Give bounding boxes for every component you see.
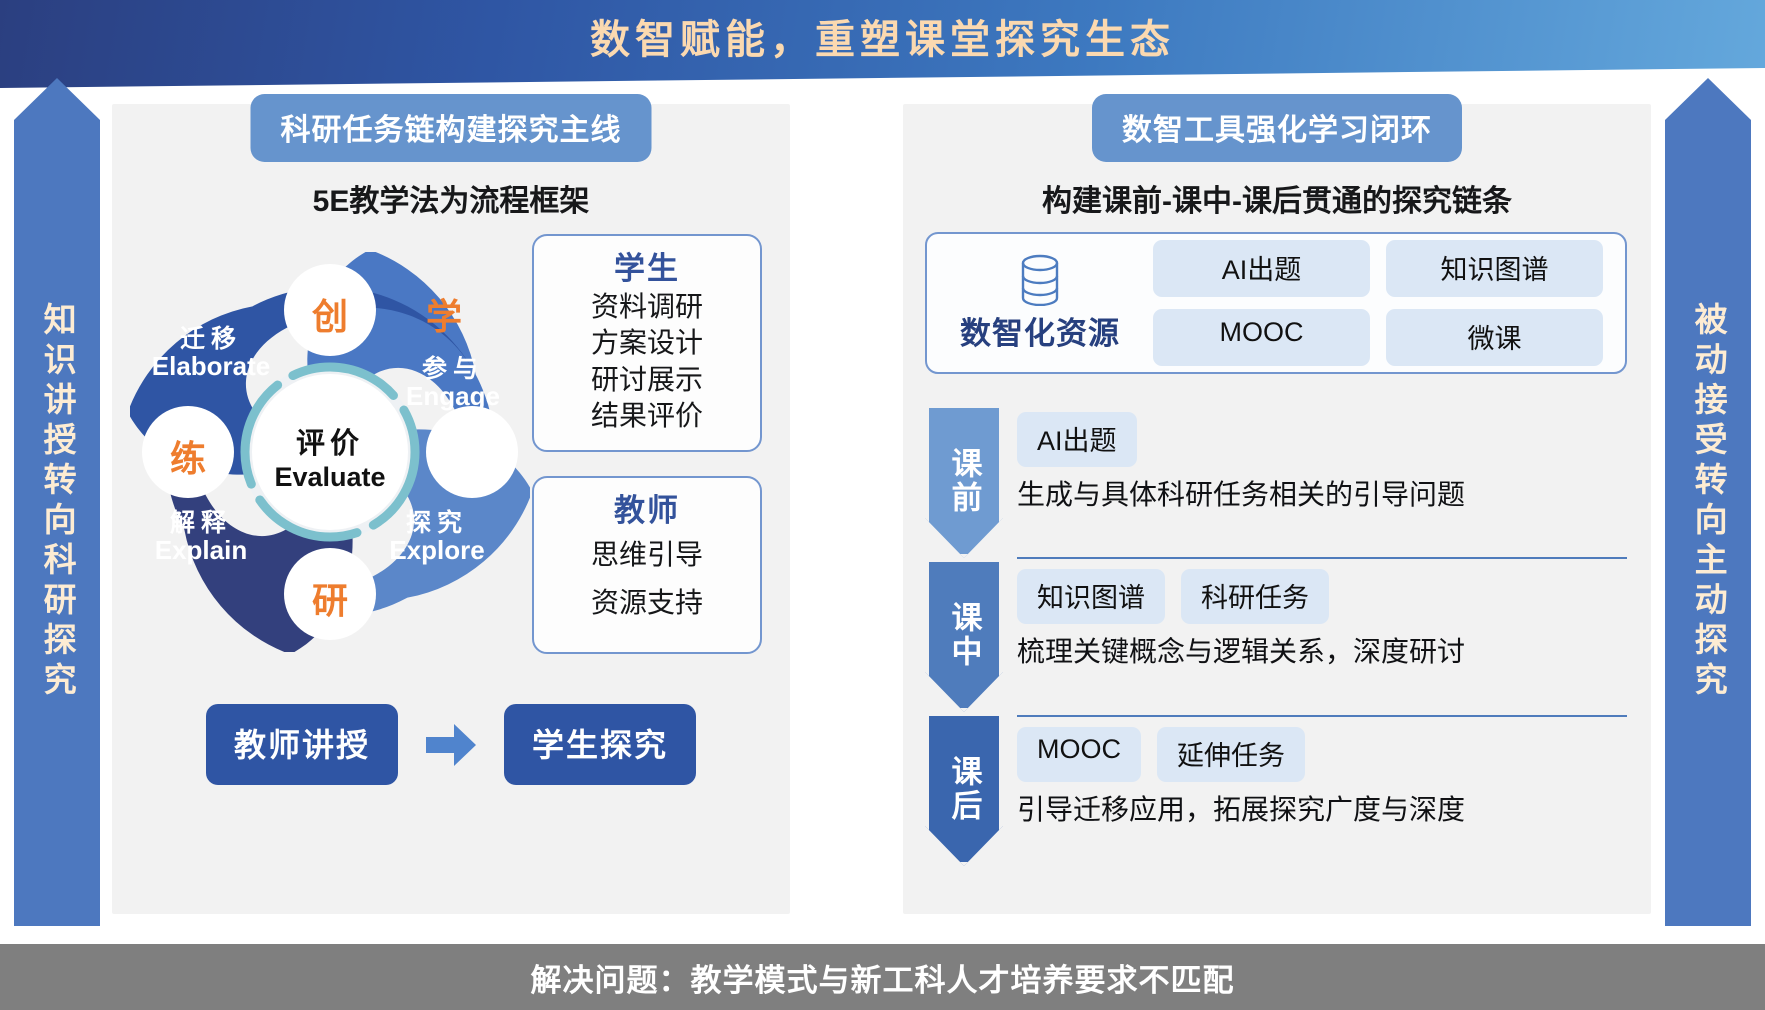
student-card-line: 资料调研: [590, 291, 703, 322]
left-arrow-label: 知识讲授转向科研探究: [39, 302, 77, 702]
student-role-card: 学生 资料调研 方案设计 研讨展示 结果评价: [532, 234, 762, 452]
wheel-center-evaluate: 评价 Evaluate: [274, 428, 386, 492]
stage-row: MOOC 延伸任务 引导迁移应用，拓展探究广度与深度: [1017, 714, 1627, 872]
stage-tag[interactable]: 延伸任务: [1157, 726, 1305, 782]
student-card-line: 结果评价: [590, 400, 703, 432]
right-panel: 数智工具强化学习闭环 构建课前-课中-课后贯通的探究链条 数智化资源 AI出题 …: [903, 94, 1651, 914]
database-icon: [1021, 254, 1059, 306]
stage-description: 引导迁移应用，拓展探究广度与深度: [1017, 793, 1466, 825]
student-card-line: 方案设计: [590, 327, 703, 359]
resource-tag[interactable]: 微课: [1386, 309, 1603, 366]
left-panel-subtitle: 5E教学法为流程框架: [312, 185, 590, 218]
stage-tag[interactable]: AI出题: [1017, 412, 1137, 467]
stage-tag-group: AI出题: [1017, 412, 1627, 467]
stage-chevron-before-class: 课前: [925, 404, 1003, 558]
teacher-card-line: 思维引导: [590, 539, 703, 570]
teacher-card-title: 教师: [614, 493, 680, 528]
stage-description: 生成与具体科研任务相关的引导问题: [1017, 479, 1466, 510]
resource-label-group: 数智化资源: [927, 254, 1153, 353]
digital-resource-box: 数智化资源 AI出题 知识图谱 MOOC 微课: [925, 232, 1627, 374]
five-e-wheel-diagram: 参与 Engage 探究 Explore 解释 Explain 迁移 Elabo…: [130, 252, 530, 652]
stage-tag-group: 知识图谱 科研任务: [1017, 569, 1627, 625]
stage-tag[interactable]: MOOC: [1017, 726, 1141, 782]
stage-description: 梳理关键概念与逻辑关系，深度研讨: [1017, 636, 1466, 668]
stage-tag[interactable]: 科研任务: [1181, 569, 1329, 625]
student-inquiry-button[interactable]: 学生探究: [504, 704, 697, 785]
teacher-role-card: 教师 思维引导 资源支持: [532, 476, 762, 654]
stage-detail-column: AI出题 生成与具体科研任务相关的引导问题 知识图谱 科研任务 梳理关键概念与逻…: [1003, 402, 1627, 872]
stage-flow: 课前 课中 课后 AI出题 生成与具体科研任务相关的引导问题: [925, 402, 1627, 872]
page-title: 数智赋能，重塑课堂探究生态: [590, 18, 1175, 62]
student-card-line: 研讨展示: [590, 363, 703, 395]
teaching-transition-row: 教师讲授 学生探究: [112, 704, 790, 785]
stage-row: AI出题 生成与具体科研任务相关的引导问题: [1017, 402, 1627, 557]
resource-tag[interactable]: 知识图谱: [1386, 240, 1603, 297]
right-arrow-label: 被动接受转向主动探究: [1690, 302, 1728, 702]
stage-chevron-column: 课前 课中 课后: [925, 402, 1003, 872]
resource-label: 数智化资源: [960, 315, 1120, 351]
left-panel-title: 科研任务链构建探究主线: [250, 94, 652, 162]
footer-text: 解决问题：教学模式与新工科人才培养要求不匹配: [530, 962, 1235, 998]
stage-chevron-after-class: 课后: [925, 712, 1003, 866]
stage-row: 知识图谱 科研任务 梳理关键概念与逻辑关系，深度研讨: [1017, 557, 1627, 714]
left-transition-arrow: 知识讲授转向科研探究: [14, 78, 100, 926]
right-arrow-icon: [426, 723, 476, 766]
left-panel: 科研任务链构建探究主线 5E教学法为流程框架: [112, 94, 790, 914]
teacher-lecture-button[interactable]: 教师讲授: [205, 704, 398, 785]
resource-tag[interactable]: MOOC: [1153, 309, 1370, 366]
footer-bar: 解决问题：教学模式与新工科人才培养要求不匹配: [0, 944, 1765, 1010]
slide-header-banner: 数智赋能，重塑课堂探究生态: [0, 0, 1765, 88]
right-panel-subtitle: 构建课前-课中-课后贯通的探究链条: [1042, 185, 1512, 218]
student-card-title: 学生: [614, 251, 680, 286]
resource-tag-grid: AI出题 知识图谱 MOOC 微课: [1153, 240, 1625, 366]
stage-tag-group: MOOC 延伸任务: [1017, 726, 1627, 782]
stage-chevron-during-class: 课中: [925, 558, 1003, 712]
resource-tag[interactable]: AI出题: [1153, 240, 1370, 297]
right-transition-arrow: 被动接受转向主动探究: [1665, 78, 1751, 926]
stage-tag[interactable]: 知识图谱: [1017, 569, 1165, 625]
right-panel-title: 数智工具强化学习闭环: [1092, 94, 1462, 162]
wheel-graphic: [130, 252, 530, 652]
teacher-card-line: 资源支持: [590, 587, 703, 619]
